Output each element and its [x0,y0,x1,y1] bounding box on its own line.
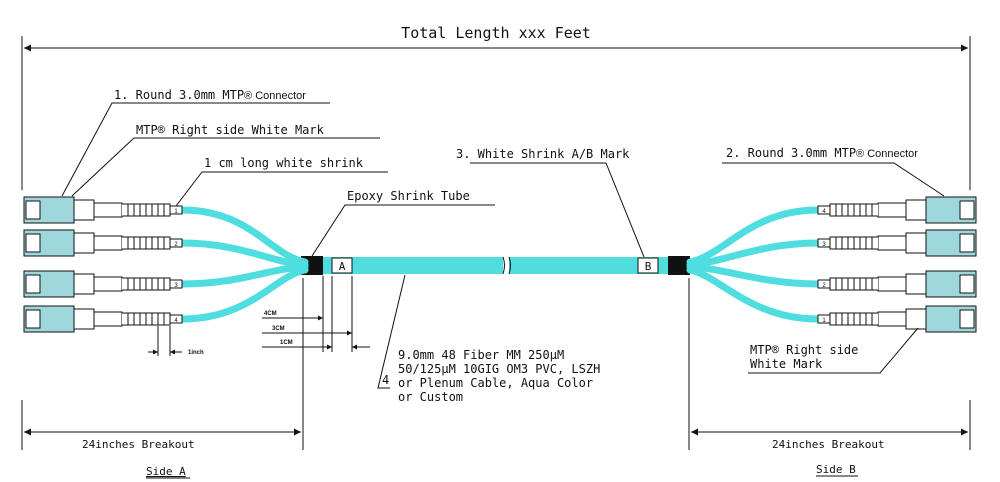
fiber-number-b-2: 3 [822,242,826,248]
connector-b-1 [817,196,977,224]
breakout-dimension-a: 24inches Breakout [21,278,304,451]
callout-right-side-mark-b: MTP® Right side White Mark [748,327,919,374]
connector-b-2 [817,229,977,257]
callout-connector-1: 1. Round 3.0mm MTP® Connector [61,88,330,197]
callout-epoxy-label: Epoxy Shrink Tube [347,189,470,203]
connector-a-3: 3 [23,270,183,298]
connector-a-2: 2 [23,229,183,257]
side-b-label: Side B [816,463,856,476]
mark-b-label: B [645,260,652,273]
breakout-a-label: 24inches Breakout [82,438,195,451]
cable-spec-line-4: or Custom [398,390,463,404]
callout-right-side-mark-a-label: MTP® Right side White Mark [136,123,325,137]
callout-1-tail: ® Connector [244,90,306,102]
callout-1cm-shrink: 1 cm long white shrink [175,156,388,207]
breakout-b-label: 24inches Breakout [772,438,885,451]
dim-inch: 1inch [188,350,204,356]
breakout-dimension-b: 24inches Breakout [688,278,971,451]
breakout-fibers-b [686,206,822,323]
white-shrink-a [331,257,353,274]
fiber-number-b-4: 1 [822,318,826,324]
total-length-dimension: Total Length xxx Feet [21,24,971,190]
callout-1-label: 1. Round 3.0mm MTP® Connector [114,88,306,102]
total-length-label: Total Length xxx Feet [401,24,591,42]
breakout-fibers-a [178,206,309,323]
callout-connector-2: 2. Round 3.0mm MTP® Connector [722,146,945,197]
cable-spec-callout: 4 9.0mm 48 Fiber MM 250µM 50/125µM 10GIG… [377,274,600,404]
connector-b-4 [817,305,977,333]
callout-2-main: 2. Round 3.0mm MTP [726,146,856,160]
epoxy-shrink-tube-b [668,256,690,275]
callout-epoxy: Epoxy Shrink Tube [311,189,495,257]
callout-1-main: 1. Round 3.0mm MTP [114,88,244,102]
dim-1cm: 1CM [280,340,293,346]
callout-2-tail: ® Connector [856,148,918,160]
callout-white-shrink-ab: 3. White Shrink A/B Mark [456,147,645,258]
connectors-side-a: 1 2 3 [23,196,183,333]
main-cable: A B [301,256,690,275]
callout-right-side-mark-b-line1: MTP® Right side [750,343,858,357]
callout-white-shrink-ab-label: 3. White Shrink A/B Mark [456,147,630,161]
cable-spec-number: 4 [382,373,389,387]
inch-dimension: 1inch [148,326,204,356]
fiber-number-b-3: 2 [822,283,826,289]
fiber-number-a-3: 3 [174,283,178,289]
cable-spec-line-3: or Plenum Cable, Aqua Color [398,376,593,390]
dim-4cm: 4CM [264,311,277,317]
fiber-number-a-2: 2 [174,242,178,248]
mark-a-label: A [339,260,346,273]
dim-3cm: 3CM [272,326,285,332]
side-a-label: Side A [146,465,186,478]
fiber-number-a-1: 1 [174,209,178,215]
shrink-position-dimensions: 4CM 3CM 1CM [262,276,370,352]
cable-spec-line-1: 9.0mm 48 Fiber MM 250µM [398,348,564,362]
callout-right-side-mark-a: MTP® Right side White Mark [71,123,380,197]
connector-a-1: 1 [23,196,183,224]
callout-1cm-shrink-label: 1 cm long white shrink [204,156,364,170]
fiber-number-a-4: 4 [174,318,178,324]
cable-segment-left [305,257,503,274]
callout-right-side-mark-b-line2: White Mark [750,357,823,371]
fiber-number-b-1: 4 [822,209,826,215]
connector-b-3 [817,270,977,298]
cable-spec-line-2: 50/125µM 10GIG OM3 PVC, LSZH [398,362,600,376]
connectors-side-b: 4 3 2 1 [817,196,977,333]
white-shrink-b [637,257,659,274]
connector-a-4: 4 [23,305,183,333]
callout-2-label: 2. Round 3.0mm MTP® Connector [726,146,918,160]
